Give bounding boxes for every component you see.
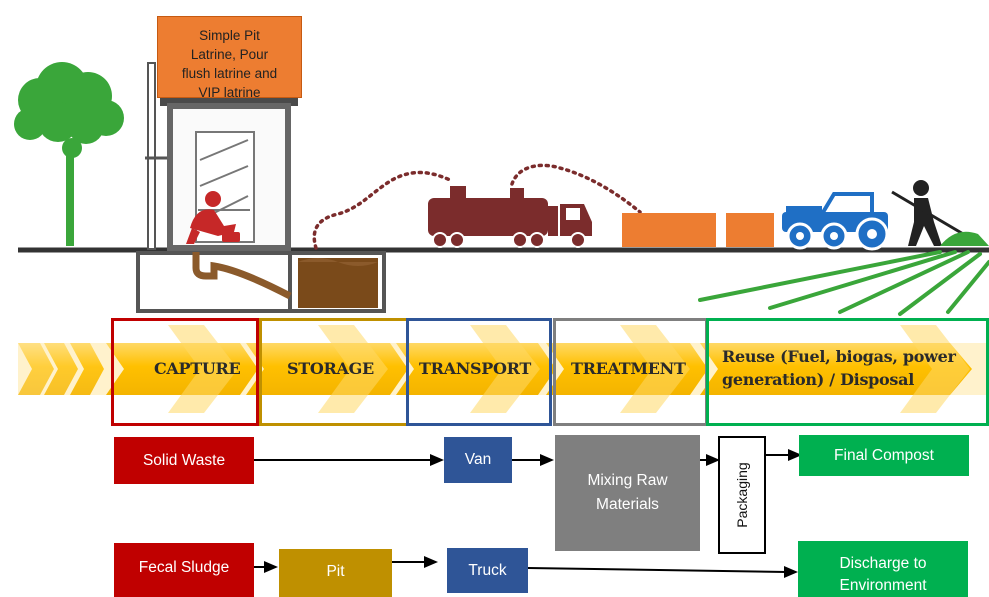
compost-block-icon-2 — [726, 213, 774, 247]
farmer-icon — [891, 180, 989, 246]
suction-hose-1 — [312, 170, 452, 250]
stage-label-reuse-2: generation) / Disposal — [722, 370, 914, 389]
packaging-box: Packaging — [718, 436, 766, 554]
mixing-label-1: Mixing Raw — [587, 472, 668, 489]
discharge-label-2: Environment — [839, 577, 927, 594]
flow-arrows — [254, 449, 802, 578]
final-compost-label: Final Compost — [834, 446, 934, 464]
field-furrows — [698, 250, 989, 316]
mixing-raw-materials-box: Mixing Raw Materials — [555, 435, 700, 551]
stage-label-transport: TRANSPORT — [419, 359, 531, 378]
stage-box-transport — [406, 318, 552, 426]
final-compost-box: Final Compost — [799, 435, 969, 476]
callout-line-2: Latrine, Pour — [190, 47, 269, 62]
tanker-truck-icon — [428, 186, 592, 248]
stage-label-treatment: TREATMENT — [571, 359, 686, 378]
tree-icon — [14, 62, 124, 246]
latrine-icon — [136, 62, 386, 313]
pit-box: Pit — [279, 549, 392, 597]
discharge-to-environment-box: Discharge to Environment — [798, 541, 968, 597]
solid-waste-label: Solid Waste — [142, 451, 226, 469]
stage-label-capture: CAPTURE — [154, 359, 241, 378]
fecal-sludge-label: Fecal Sludge — [138, 559, 230, 576]
stage-label-reuse-1: Reuse (Fuel, biogas, power — [722, 347, 956, 366]
stage-box-reuse — [706, 318, 989, 426]
squatting-person-icon — [186, 191, 240, 244]
discharge-label-1: Discharge to — [839, 555, 927, 572]
van-label: Van — [464, 451, 492, 468]
compost-block-icon — [622, 213, 716, 247]
fecal-sludge-box: Fecal Sludge — [114, 543, 254, 597]
van-box: Van — [444, 437, 512, 483]
pit-label: Pit — [326, 563, 345, 580]
callout-line-4: VIP latrine — [198, 85, 261, 98]
stage-label-storage: STORAGE — [287, 359, 374, 378]
truck-box: Truck — [447, 548, 528, 593]
suction-hose-2 — [510, 163, 642, 214]
callout-line-3: flush latrine and — [181, 66, 278, 81]
callout-line-1: Simple Pit — [199, 28, 260, 43]
packaging-label: Packaging — [734, 462, 750, 528]
tractor-icon — [782, 192, 889, 251]
process-chevron-band — [18, 325, 988, 413]
sludge-pit-icon — [298, 258, 378, 308]
mixing-label-2: Materials — [596, 496, 659, 513]
solid-waste-box: Solid Waste — [114, 437, 254, 484]
stage-box-capture — [111, 318, 259, 426]
latrine-types-callout: Simple Pit Latrine, Pour flush latrine a… — [157, 16, 302, 98]
truck-label: Truck — [468, 561, 507, 579]
